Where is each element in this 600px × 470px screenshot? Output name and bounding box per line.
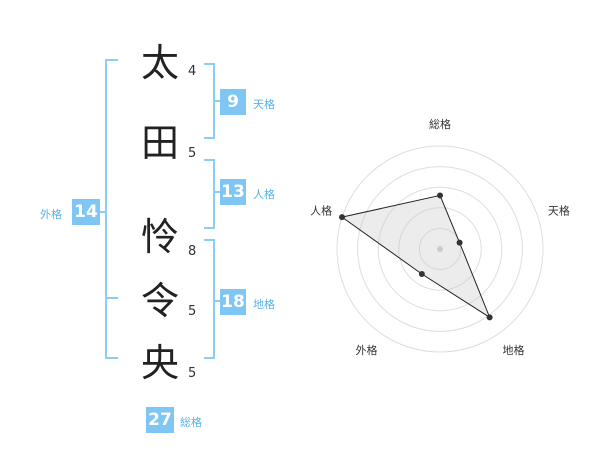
radar-point bbox=[437, 192, 443, 199]
radar-point bbox=[486, 314, 493, 321]
stroke-count-2: 5 bbox=[188, 146, 197, 161]
soukaku-value: 27 bbox=[146, 407, 174, 433]
radar-ring bbox=[398, 207, 482, 291]
gaikaku-value: 14 bbox=[72, 199, 100, 225]
gaikaku-label: 外格 bbox=[40, 208, 62, 221]
radar-axis-label: 総格 bbox=[429, 117, 451, 131]
radar-ring bbox=[377, 186, 503, 312]
radar-point bbox=[456, 239, 463, 246]
radar-ring bbox=[336, 145, 544, 353]
radar-axis-label: 天格 bbox=[548, 203, 570, 217]
name-char-1: 太 bbox=[140, 41, 179, 85]
stroke-count-1: 4 bbox=[188, 64, 197, 79]
jinkaku-value: 13 bbox=[220, 179, 246, 205]
chikaku-label: 地格 bbox=[253, 298, 275, 311]
stroke-count-4: 5 bbox=[188, 304, 197, 319]
radar-ring bbox=[418, 227, 462, 271]
radar-polygon bbox=[340, 194, 491, 319]
radar-axis-label: 外格 bbox=[356, 343, 378, 357]
stroke-count-5: 5 bbox=[188, 366, 197, 381]
chikaku-bracket bbox=[204, 239, 215, 359]
radar-point bbox=[339, 214, 346, 221]
stroke-count-3: 8 bbox=[188, 244, 197, 259]
jinkaku-label: 人格 bbox=[253, 188, 275, 201]
soukaku-label: 総格 bbox=[180, 416, 202, 429]
tenkaku-value: 9 bbox=[220, 89, 246, 115]
jinkaku-bracket bbox=[204, 159, 215, 229]
gaikaku-bracket bbox=[105, 59, 118, 359]
radar-ring bbox=[357, 166, 523, 332]
tenkaku-label: 天格 bbox=[253, 98, 275, 111]
name-char-4: 令 bbox=[140, 279, 179, 323]
radar-center bbox=[437, 246, 443, 252]
radar-axis-label: 人格 bbox=[310, 203, 332, 217]
radar-point bbox=[418, 270, 425, 277]
chikaku-value: 18 bbox=[220, 289, 246, 315]
radar-axis-label: 地格 bbox=[502, 343, 524, 357]
name-char-2: 田 bbox=[140, 121, 179, 165]
name-char-5: 央 bbox=[140, 341, 179, 385]
name-char-3: 怜 bbox=[140, 215, 179, 259]
